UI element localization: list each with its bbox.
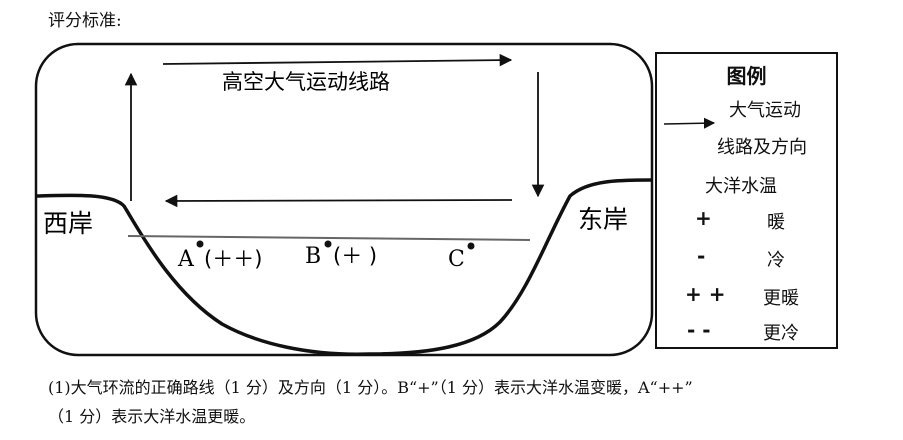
point-a-dot [196, 240, 204, 248]
surface-wind-arrow [164, 194, 513, 208]
legend-colder-symbol: - - [687, 318, 711, 342]
east-coast-label: 东岸 [578, 205, 628, 234]
legend-warmer-label: 更暖 [763, 288, 799, 309]
upper-route-label: 高空大气运动线路 [222, 70, 390, 94]
legend-box: 图例 大气运动 线路及方向 大洋水温 + 暖 - 冷 + + 更暖 - - 更冷 [655, 52, 838, 349]
legend-title: 图例 [726, 64, 767, 88]
upper-air-arrow [162, 53, 513, 67]
point-c-label: C [448, 247, 465, 272]
sea-surface-line [127, 235, 531, 241]
point-b-temperature: (＋ ) [333, 244, 377, 268]
legend-cold-label: 冷 [767, 250, 785, 271]
scoring-note-line2: （1 分）表示大洋水温更暖。 [48, 407, 256, 426]
legend-arrow-label-line1: 大气运动 [729, 100, 801, 121]
legend-warmer-symbol: + + [685, 282, 726, 306]
west-coast-label: 西岸 [43, 209, 93, 238]
legend-warm-label: 暖 [767, 212, 785, 233]
point-a-label: A [177, 247, 195, 272]
legend-ocean-temp-label: 大洋水温 [705, 176, 777, 197]
point-b-label: B [305, 244, 321, 269]
legend-colder-label: 更冷 [763, 323, 799, 344]
basin-coastline [36, 178, 653, 356]
legend-arrow-icon [663, 117, 716, 129]
point-c-dot [467, 242, 475, 250]
point-a-temperature: (＋＋) [204, 247, 262, 271]
point-b-dot [324, 240, 332, 248]
legend-arrow-label-line2: 线路及方向 [717, 137, 807, 158]
scoring-note-line1: (1)大气环流的正确路线（1 分）及方向（1 分）。B“+”（1 分）表示大洋水… [48, 378, 693, 397]
legend-warm-symbol: + [695, 206, 712, 230]
legend-cold-symbol: - [697, 244, 706, 268]
scoring-heading: 评分标准: [48, 11, 122, 31]
